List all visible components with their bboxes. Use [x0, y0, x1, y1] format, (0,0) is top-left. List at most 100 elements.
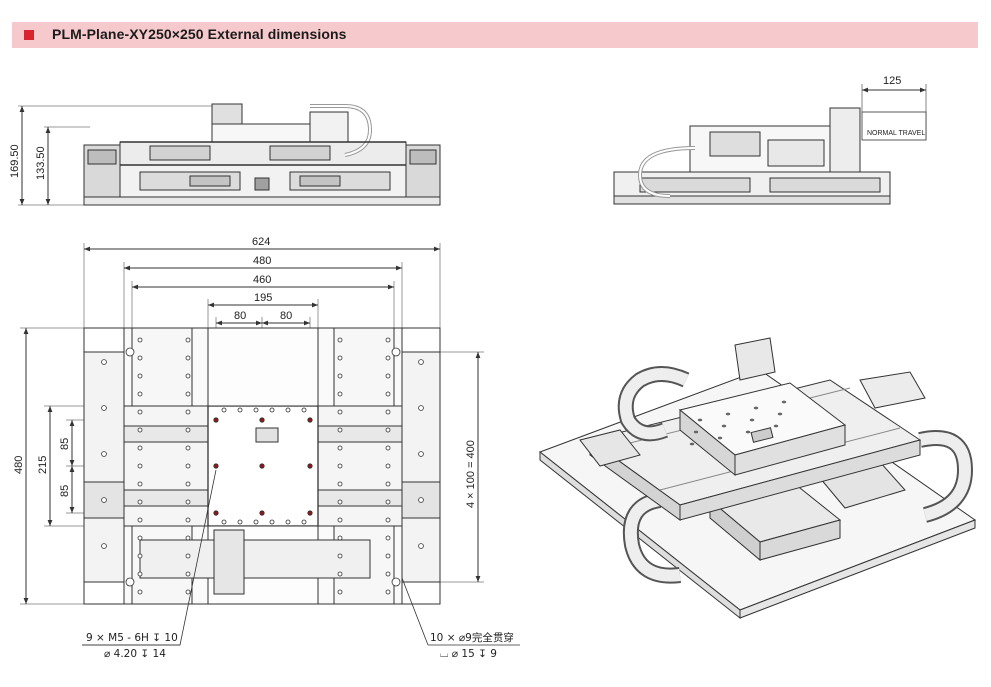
callout-through-line1: 10 × ⌀9完全贯穿: [430, 631, 514, 644]
hole: [101, 405, 107, 411]
hole: [385, 517, 391, 523]
hole: [337, 571, 343, 577]
hole: [101, 359, 107, 365]
callout-tapped-line1: 9 × M5 - 6H ↧ 10: [86, 632, 178, 644]
hole: [385, 571, 391, 577]
hole: [101, 543, 107, 549]
hole: [385, 409, 391, 415]
hole: [337, 427, 343, 433]
carriage-isometric-icon: [538, 337, 977, 620]
dim-travel-value: 125: [883, 75, 901, 87]
iso-hole: [689, 442, 695, 446]
hole: [137, 463, 143, 469]
hole: [185, 445, 191, 451]
hole: [391, 347, 401, 357]
hole: [185, 517, 191, 523]
hole: [185, 589, 191, 595]
iso-hole: [697, 418, 703, 422]
dim-pitch-right: 80: [280, 310, 292, 322]
hole: [285, 519, 291, 525]
hole: [269, 407, 275, 413]
hole: [259, 510, 265, 516]
section-header: PLM-Plane-XY250×250 External dimensions: [12, 22, 978, 48]
hole: [213, 510, 219, 516]
iso-hole: [777, 412, 783, 416]
hole: [307, 510, 313, 516]
hole: [101, 451, 107, 457]
hole: [137, 337, 143, 343]
dim-pitch-lower: 85: [59, 485, 71, 497]
hole: [213, 463, 219, 469]
hole: [185, 391, 191, 397]
hole: [385, 391, 391, 397]
callout-through-line2: ⌴ ⌀ 15 ↧ 9: [440, 648, 497, 660]
callout-tapped-line2: ⌀ 4.20 ↧ 14: [104, 648, 166, 660]
hole: [185, 373, 191, 379]
end-view: [613, 84, 927, 205]
hole: [385, 499, 391, 505]
dim-width-overall: 624: [252, 236, 270, 248]
header-square-icon: [24, 30, 34, 40]
hole: [137, 427, 143, 433]
hole: [137, 391, 143, 397]
callout-leaders: [82, 469, 520, 646]
iso-hole: [693, 430, 699, 434]
hole: [285, 407, 291, 413]
hole: [221, 519, 227, 525]
hole: [101, 497, 107, 503]
hole: [337, 445, 343, 451]
hole: [185, 427, 191, 433]
hole: [237, 407, 243, 413]
hole: [337, 535, 343, 541]
hole: [137, 355, 143, 361]
hole: [185, 553, 191, 559]
hole: [137, 499, 143, 505]
hole: [185, 409, 191, 415]
hole: [385, 355, 391, 361]
hole: [337, 499, 343, 505]
hole: [185, 463, 191, 469]
travel-label: NORMAL TRAVEL: [867, 130, 925, 137]
hole: [337, 481, 343, 487]
hole: [269, 519, 275, 525]
iso-hole: [773, 424, 779, 428]
hole: [301, 407, 307, 413]
dim-pitch-left: 80: [234, 310, 246, 322]
hole: [185, 481, 191, 487]
hole: [391, 577, 401, 587]
hole: [137, 481, 143, 487]
hole: [185, 337, 191, 343]
hole: [337, 355, 343, 361]
iso-hole: [721, 424, 727, 428]
dim-pitch-upper: 85: [59, 438, 71, 450]
hole: [213, 417, 219, 423]
hole: [337, 391, 343, 397]
hole: [259, 417, 265, 423]
hole: [418, 359, 424, 365]
hole: [185, 355, 191, 361]
hole: [185, 571, 191, 577]
hole: [337, 337, 343, 343]
hole: [418, 405, 424, 411]
hole: [385, 463, 391, 469]
hole: [337, 373, 343, 379]
isometric-holes: [689, 400, 787, 446]
hole: [125, 577, 135, 587]
hole: [385, 553, 391, 559]
top-view: [20, 243, 484, 605]
hole: [385, 589, 391, 595]
iso-hole: [749, 418, 755, 422]
hole: [337, 409, 343, 415]
hole: [337, 517, 343, 523]
hole: [337, 463, 343, 469]
iso-hole: [781, 400, 787, 404]
hole: [137, 445, 143, 451]
hole: [259, 463, 265, 469]
dim-width-table: 195: [254, 292, 272, 304]
dim-height-body: 133.50: [35, 146, 47, 180]
dim-hole-pattern: 4 × 100 = 400: [465, 440, 477, 508]
iso-hole: [717, 436, 723, 440]
hole: [137, 571, 143, 577]
dim-height-total: 169.50: [9, 144, 21, 178]
